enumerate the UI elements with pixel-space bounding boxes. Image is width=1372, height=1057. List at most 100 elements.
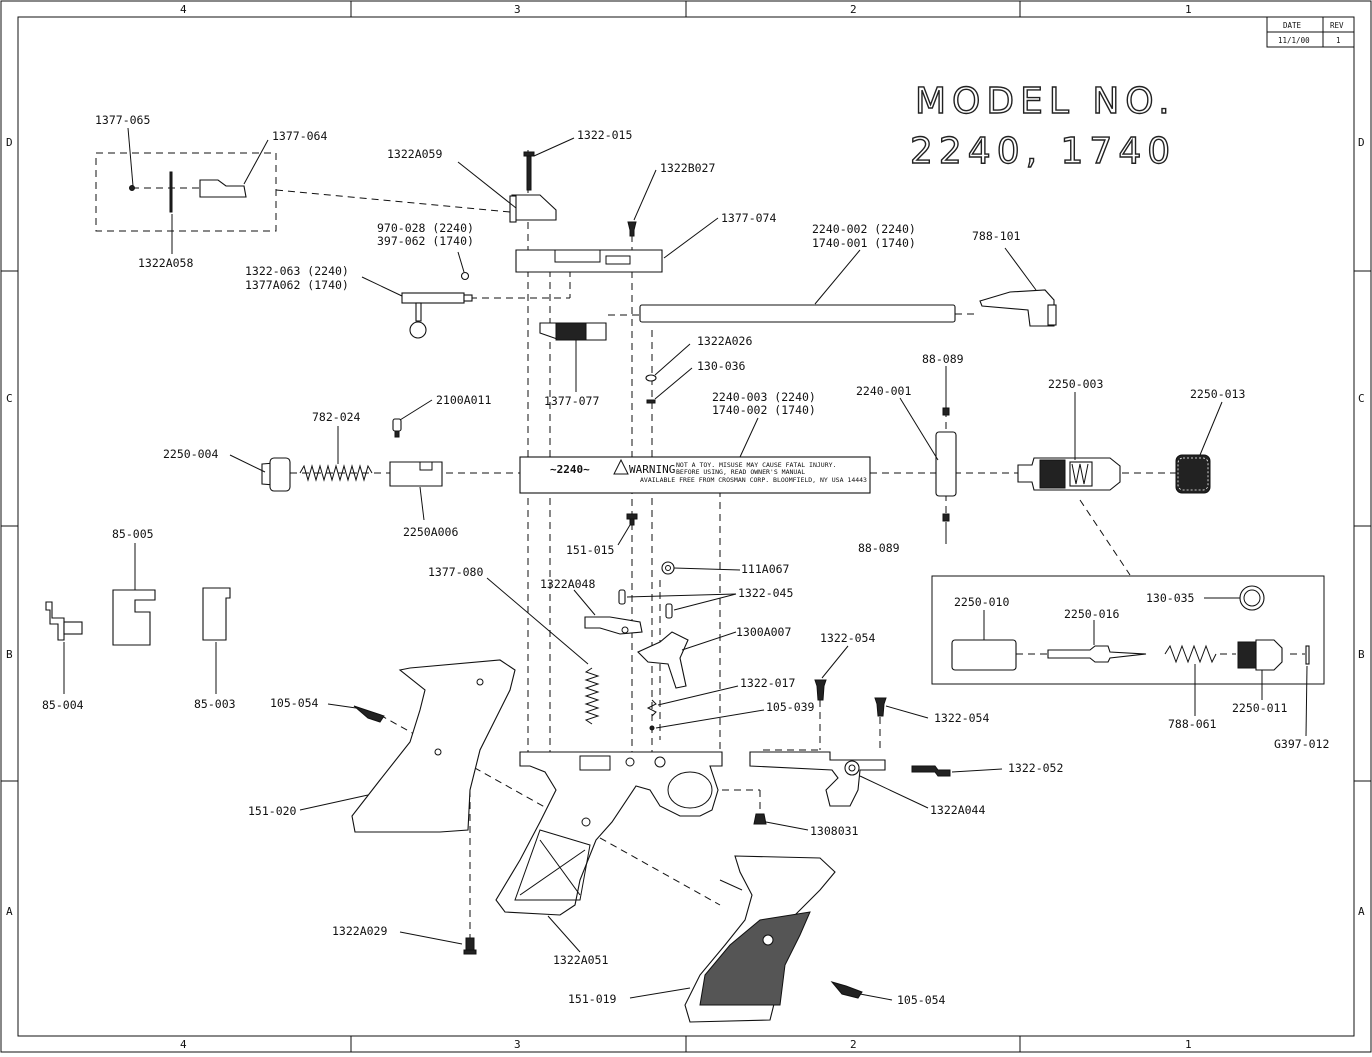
part-85-003: [202, 587, 231, 641]
model-title-line2: 2240, 1740: [910, 131, 1176, 172]
label-1377-074: 1377-074: [721, 211, 776, 225]
grid-col-bottom-4: 4: [180, 1038, 187, 1051]
label-2240-002: 2240-002 (2240): [812, 222, 916, 236]
label-1377-064: 1377-064: [272, 129, 327, 143]
label-151-020: 151-020: [248, 804, 297, 818]
grid-col-bottom-3: 3: [514, 1038, 521, 1051]
grid-row-left-D: D: [6, 136, 13, 149]
grid-row-right-C: C: [1358, 392, 1365, 405]
rev-rev-header: REV: [1330, 21, 1344, 30]
screw-1322-015: [526, 155, 532, 191]
label-1308031: 1308031: [810, 824, 859, 838]
model-title-line1: MODEL NO.: [915, 81, 1176, 122]
label-130-036: 130-036: [697, 359, 746, 373]
label-2250-011: 2250-011: [1232, 701, 1287, 715]
label-1322A044: 1322A044: [930, 803, 985, 817]
label-105-039: 105-039: [766, 700, 815, 714]
sight-inset: [95, 152, 511, 232]
rev-date-header: DATE: [1283, 21, 1302, 30]
barrel-fine-print-2: BEFORE USING, READ OWNER'S MANUAL: [676, 468, 805, 476]
bolt-handle: [401, 292, 465, 304]
label-2250-003: 2250-003: [1048, 377, 1103, 391]
valve-detail-inset: [931, 575, 1325, 685]
label-1322A048: 1322A048: [540, 577, 595, 591]
label-1322A029: 1322A029: [332, 924, 387, 938]
label-1322B027: 1322B027: [660, 161, 715, 175]
gas-tube: [519, 456, 871, 494]
label-1322-054-b: 1322-054: [934, 711, 989, 725]
label-788-101: 788-101: [972, 229, 1021, 243]
barrel-warning-text: WARNING: [629, 463, 675, 476]
label-788-061: 788-061: [1168, 717, 1217, 731]
grid-col-bottom-2: 2: [850, 1038, 857, 1051]
trigger-spring: [584, 667, 600, 725]
barrel-band: [935, 431, 957, 497]
barrel-fine-print-1: NOT A TOY. MISUSE MAY CAUSE FATAL INJURY…: [676, 461, 836, 469]
grid-row-left-C: C: [6, 392, 13, 405]
label-G397-012: G397-012: [1274, 737, 1329, 751]
label-782-024: 782-024: [312, 410, 361, 424]
label-2250-004: 2250-004: [163, 447, 218, 461]
label-1322-052: 1322-052: [1008, 761, 1063, 775]
label-151-019: 151-019: [568, 992, 617, 1006]
barrel-model-text: ~2240~: [550, 463, 590, 476]
rev-rev-value: 1: [1336, 36, 1341, 45]
label-1377-077: 1377-077: [544, 394, 599, 408]
label-1322-017: 1322-017: [740, 676, 795, 690]
left-grip: [351, 659, 516, 833]
sear: [584, 616, 643, 635]
label-1740-001: 1740-001 (1740): [812, 236, 916, 250]
trigger: [637, 631, 689, 689]
label-397-062: 397-062 (1740): [377, 234, 474, 248]
rev-date-value: 11/1/00: [1278, 36, 1310, 45]
label-1322-063: 1322-063 (2240): [245, 264, 349, 278]
grid-row-right-B: B: [1358, 648, 1365, 661]
label-88-089-bottom: 88-089: [858, 541, 900, 555]
label-1322-015: 1322-015: [577, 128, 632, 142]
main-spring: [299, 464, 373, 482]
label-105-054-b: 105-054: [897, 993, 946, 1007]
grid-col-top-1: 1: [1185, 3, 1192, 16]
label-2240-003: 2240-003 (2240): [712, 390, 816, 404]
part-1322-052: [911, 765, 951, 777]
label-1377-080: 1377-080: [428, 565, 483, 579]
valve-spring: [1164, 644, 1217, 664]
breech: [639, 304, 956, 323]
label-2250A006: 2250A006: [403, 525, 458, 539]
label-130-035: 130-035: [1146, 591, 1194, 605]
part-labels: 1377-065 1377-064 1322A058 1322A059 1322…: [42, 113, 1329, 1007]
label-2250-016: 2250-016: [1064, 607, 1119, 621]
label-85-003: 85-003: [194, 697, 236, 711]
label-1740-002: 1740-002 (1740): [712, 403, 816, 417]
label-2250-013: 2250-013: [1190, 387, 1245, 401]
label-2250-010: 2250-010: [954, 595, 1009, 609]
frame: [495, 751, 723, 916]
valve-assembly: [1017, 457, 1121, 491]
label-2100A011: 2100A011: [436, 393, 491, 407]
grid-row-left-B: B: [6, 648, 13, 661]
grid-col-top-3: 3: [514, 3, 521, 16]
label-1322-054-a: 1322-054: [820, 631, 875, 645]
grid-row-right-A: A: [1358, 905, 1365, 918]
revision-box: DATE REV 11/1/00 1: [1266, 16, 1355, 48]
co2-cap: [1175, 454, 1211, 494]
label-1322A059: 1322A059: [387, 147, 442, 161]
grid-col-top-4: 4: [180, 3, 187, 16]
label-111A067: 111A067: [741, 562, 790, 576]
label-85-004: 85-004: [42, 698, 84, 712]
front-sight: [979, 289, 1055, 327]
valve-stem: [1047, 645, 1147, 663]
barrel-fine-print-3: AVAILABLE FREE FROM CROSMAN CORP. BLOOMF…: [640, 476, 867, 484]
parts: ~2240~ WARNING NOT A TOY. MISUSE MAY CAU…: [45, 151, 1325, 1023]
rear-sight-blade: [511, 194, 557, 221]
part-85-004: [45, 601, 65, 641]
grid-labels: 4 3 2 1 4 3 2 1 D C B A D C B A: [6, 3, 1365, 1051]
label-1377A062: 1377A062 (1740): [245, 278, 349, 292]
label-105-054-a: 105-054: [270, 696, 319, 710]
grid-col-bottom-1: 1: [1185, 1038, 1192, 1051]
label-1322A058: 1322A058: [138, 256, 193, 270]
label-88-089-top: 88-089: [922, 352, 964, 366]
